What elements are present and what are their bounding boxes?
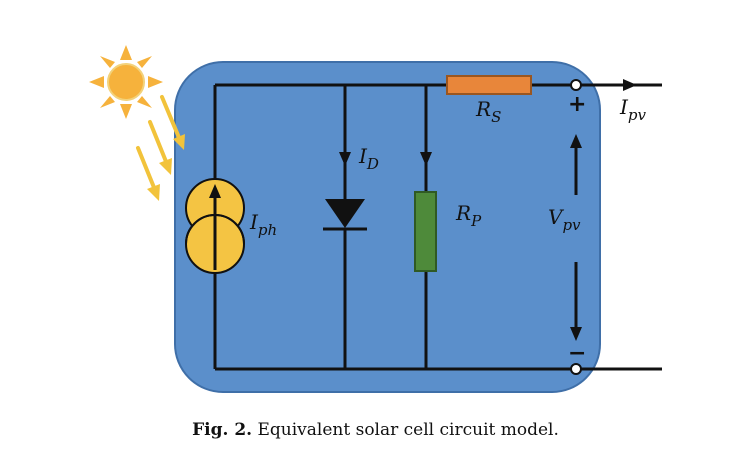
negative-terminal [570,363,582,375]
diode-current-label: ID [358,144,379,173]
light-ray-icon [136,95,185,201]
positive-terminal [570,79,582,91]
parallel-resistor-label: RP [455,201,482,230]
diode-current-arrow [339,152,351,166]
parallel-current-arrow [420,152,432,166]
pv-voltage-label: Vpv [548,205,581,234]
circuit-diagram: Iph ID RP RS Vpv Ipv + − [89,45,662,393]
plus-sign: + [568,92,586,117]
parallel-resistor [414,191,437,272]
series-resistor-label: RS [475,97,501,126]
series-resistor [446,75,532,95]
voltage-arrow-up [570,134,582,195]
diode [323,199,367,231]
voltage-arrow-down [570,262,582,341]
minus-sign: − [568,341,586,366]
current-source [185,178,245,274]
sun-icon [89,45,163,119]
output-current-arrow [623,79,637,91]
caption-text: Equivalent solar cell circuit model. [257,420,559,440]
solar-panel-box [174,61,601,393]
figure-caption: Fig. 2. Equivalent solar cell circuit mo… [0,420,751,440]
current-source-label: Iph [249,210,277,239]
circuit-wires [213,83,662,371]
caption-prefix: Fig. 2. [192,420,253,440]
pv-current-label: Ipv [619,95,647,124]
